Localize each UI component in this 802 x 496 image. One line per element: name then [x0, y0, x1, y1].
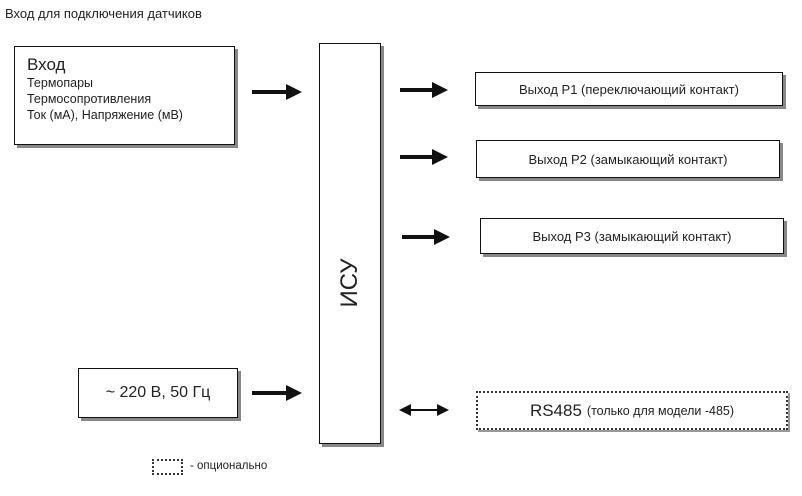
input-type: Ток (мА), Напряжение (мВ) — [27, 108, 183, 122]
legend-label: - опционально — [190, 460, 268, 472]
diagram-title: Вход для подключения датчиков — [5, 6, 202, 21]
output-box-p3: Выход Р3 (замыкающий контакт) — [480, 218, 784, 254]
input-box: Вход Термопары Термосопротивления Ток (м… — [14, 46, 235, 145]
rs485-label: RS485 — [529, 400, 582, 420]
controller-box: ИСУ — [319, 43, 381, 444]
input-type: Термосопротивления — [27, 92, 152, 106]
output-box-p1: Выход Р1 (переключающий контакт) — [475, 72, 783, 106]
output-label: Выход Р1 (переключающий контакт) — [519, 81, 739, 97]
output-box-p2: Выход Р2 (замыкающий контакт) — [476, 140, 780, 178]
power-label: ~ 220 В, 50 Гц — [105, 384, 211, 401]
power-box: ~ 220 В, 50 Гц — [78, 368, 238, 418]
rs485-box: RS485 (только для модели -485) — [476, 391, 788, 430]
input-heading: Вход — [27, 55, 66, 74]
output-label: Выход Р3 (замыкающий контакт) — [532, 228, 732, 244]
output-label: Выход Р2 (замыкающий контакт) — [528, 151, 728, 167]
input-type: Термопары — [27, 76, 94, 90]
legend-dashed-box-icon — [152, 459, 183, 475]
rs485-note: (только для модели -485) — [586, 403, 735, 418]
